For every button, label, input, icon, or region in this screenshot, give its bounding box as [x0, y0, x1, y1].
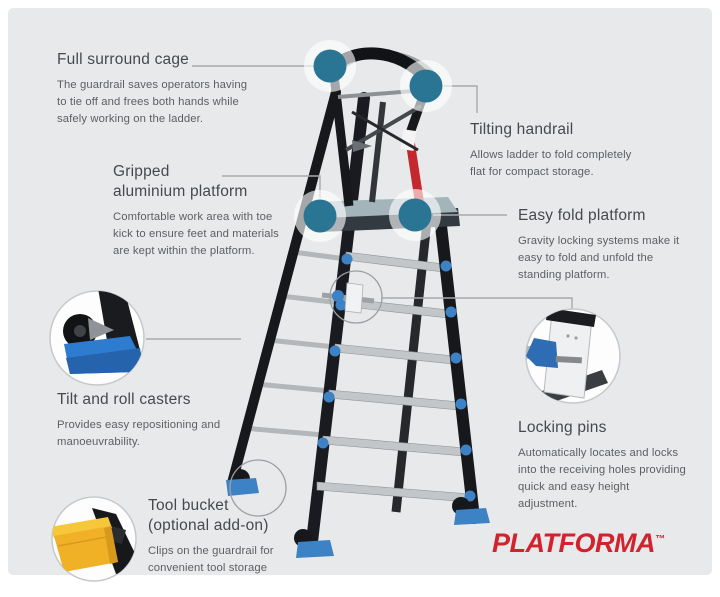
callout-platform-body: Comfortable work area with toe kick to e…	[113, 211, 279, 258]
connector-pins	[381, 297, 573, 309]
inset-locking-pin-photo	[525, 308, 621, 404]
callout-fold-body: Gravity locking systems make it easy to …	[518, 235, 680, 282]
callout-platform: Gripped aluminium platform Comfortable w…	[113, 162, 313, 260]
marker-platform-dot[interactable]	[294, 190, 346, 242]
brand-logo: PLATFORMA™	[492, 528, 702, 559]
callout-handrail-body: Allows ladder to fold completely flat fo…	[470, 149, 632, 179]
callout-handrail-title: Tilting handrail	[470, 121, 574, 138]
detail-circle-caster-foot	[229, 459, 287, 517]
callout-casters-body: Provides easy repositioning and manoeuvr…	[57, 419, 221, 449]
brand-logo-text: PLATFORMA	[492, 528, 655, 558]
callout-platform-title-line1: Gripped	[113, 163, 170, 180]
marker-fold-dot[interactable]	[389, 189, 441, 241]
callout-pins: Locking pins Automatically locates and l…	[518, 418, 703, 513]
inset-caster-photo	[49, 290, 145, 386]
callout-bucket-title: Tool bucket (optional add-on)	[148, 496, 328, 536]
callout-fold: Easy fold platform Gravity locking syste…	[518, 206, 698, 284]
callout-bucket-title-line1: Tool bucket	[148, 497, 229, 514]
callout-bucket-title-line2: (optional add-on)	[148, 517, 269, 535]
callout-bucket-body: Clips on the guardrail for convenient to…	[148, 545, 274, 575]
callout-cage-body: The guardrail saves operators having to …	[57, 79, 248, 126]
callout-platform-title-line2: aluminium platform	[113, 183, 248, 201]
ladder-illustration	[226, 47, 490, 558]
callout-pins-body: Automatically locates and locks into the…	[518, 447, 686, 510]
callout-platform-title: Gripped aluminium platform	[113, 162, 313, 202]
trademark-symbol: ™	[654, 534, 665, 545]
callout-casters: Tilt and roll casters Provides easy repo…	[57, 390, 237, 451]
callout-fold-title: Easy fold platform	[518, 207, 646, 224]
connector-handrail	[444, 85, 478, 113]
callout-cage: Full surround cage The guardrail saves o…	[57, 50, 267, 128]
callout-pins-title: Locking pins	[518, 419, 607, 436]
marker-cage-dot[interactable]	[304, 40, 356, 92]
marker-handrail-dot[interactable]	[400, 60, 452, 112]
feature-markers	[294, 40, 452, 242]
inset-tool-bucket-photo	[51, 496, 137, 582]
callout-cage-title: Full surround cage	[57, 51, 189, 68]
detail-circle-locking-pin	[329, 270, 383, 324]
callout-handrail: Tilting handrail Allows ladder to fold c…	[470, 120, 660, 181]
callout-casters-title: Tilt and roll casters	[57, 391, 191, 408]
callout-bucket: Tool bucket (optional add-on) Clips on t…	[148, 496, 328, 577]
connector-lines	[146, 65, 573, 340]
